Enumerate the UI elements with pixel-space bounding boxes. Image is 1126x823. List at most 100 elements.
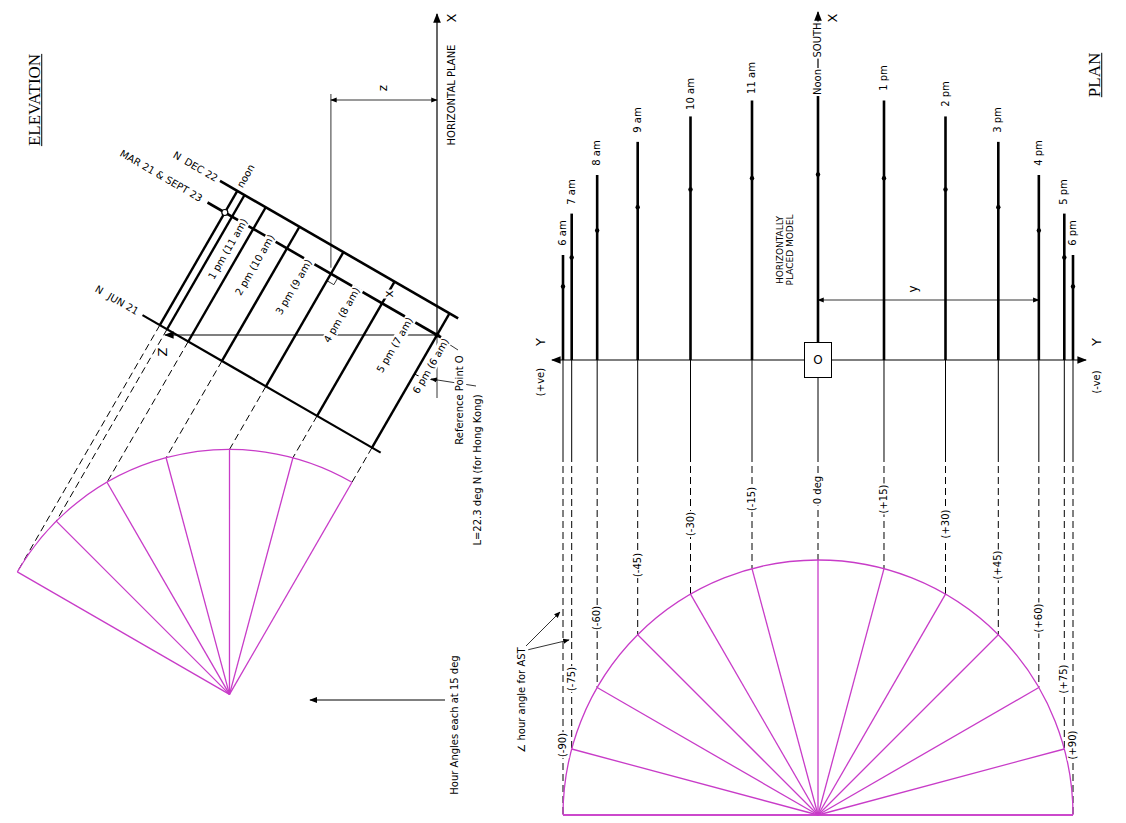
hour-point — [943, 187, 947, 191]
hour-angle-ray — [818, 688, 1039, 816]
hour-line — [997, 142, 1000, 360]
hour-line — [1038, 175, 1041, 360]
hour-line — [636, 142, 639, 360]
hour-line — [563, 360, 564, 455]
hour-angle-arc — [17, 449, 352, 571]
projection-line — [17, 325, 160, 572]
hour-label: 3 pm (9 am) — [273, 256, 315, 317]
dimension-label: z — [377, 84, 391, 92]
hour-point — [688, 187, 692, 191]
pointer-arrow — [310, 700, 445, 701]
hour-angle-ray — [817, 560, 818, 815]
noon-point — [222, 210, 228, 216]
hour-angle-ray — [597, 688, 818, 816]
hour-angle-label: (-60) — [591, 604, 603, 630]
hour-point — [996, 205, 1000, 209]
x-axis — [817, 12, 818, 360]
note-label: HORIZONTALLY PLACED MODEL — [775, 203, 796, 297]
hour-label: 9 am — [632, 106, 644, 133]
hour-angle-label: (+45) — [993, 549, 1005, 580]
hour-line — [817, 95, 820, 360]
hour-label: 10 am — [685, 78, 697, 112]
hour-point — [882, 176, 886, 180]
hour-angle-label: (-90) — [557, 732, 569, 758]
hour-point — [1062, 255, 1066, 259]
hour-label: 5 pm (7 am) — [374, 315, 416, 376]
hour-angle-ray — [818, 569, 884, 815]
hour-angle-label: (+30) — [940, 509, 952, 540]
hour-point — [1037, 228, 1041, 232]
note-label: L=22.3 deg N (for Hong Kong) — [472, 393, 484, 546]
note-label: ∠ hour angle for AST — [516, 646, 528, 753]
hour-angle-ray — [107, 482, 229, 694]
hour-angle-label: (+90) — [1067, 730, 1079, 761]
hour-label: 6 am — [557, 219, 569, 246]
axis-label: Z — [156, 347, 171, 358]
hour-angle-arc — [563, 560, 1073, 815]
hour-line — [1072, 255, 1075, 360]
projection-line — [818, 455, 819, 560]
date-label: N — [170, 148, 184, 163]
hour-label: 2 pm (10 am) — [233, 231, 278, 298]
hour-angle-base — [563, 814, 1073, 815]
axis-label: X — [445, 13, 460, 24]
hour-angle-ray — [230, 482, 353, 694]
hour-angle-label: (+60) — [1033, 602, 1045, 633]
hour-angle-label: (-45) — [632, 552, 644, 578]
axis-label: X — [826, 13, 841, 24]
projection-line — [1073, 455, 1074, 815]
hour-angle-ray — [56, 521, 229, 694]
hour-line — [571, 360, 572, 455]
note-label: Hour Angles each at 15 deg — [449, 654, 461, 795]
axis-sign: (+ve) — [535, 367, 547, 397]
hour-angle-label: (+75) — [1059, 664, 1071, 695]
hour-label: 2 pm — [940, 81, 952, 109]
hour-line — [1063, 214, 1066, 360]
model-label: O — [813, 353, 822, 367]
note-label: Reference Point O — [454, 354, 466, 445]
projection-line — [107, 341, 188, 482]
projection-line — [56, 329, 167, 521]
hour-angle-label: (-15) — [746, 486, 758, 512]
projection-line — [230, 386, 266, 449]
hour-label: noon — [234, 162, 257, 191]
hour-angle-ray — [572, 749, 818, 815]
hour-label: 4 pm (8 am) — [321, 284, 363, 345]
hour-line — [998, 360, 999, 455]
hour-point — [635, 205, 639, 209]
hour-angle-ray — [818, 635, 998, 815]
hour-line — [597, 360, 598, 455]
projection-line — [1064, 455, 1065, 749]
hour-angle-ray — [229, 449, 230, 694]
projection-line — [563, 455, 564, 815]
hour-line — [317, 282, 395, 416]
hour-point — [816, 172, 820, 176]
right-angle-mark — [327, 278, 338, 285]
axis-label: Y — [1090, 337, 1105, 347]
date-label: N — [92, 283, 106, 298]
dimension-line — [818, 300, 1039, 301]
projection-line — [166, 361, 222, 458]
axis-sign: (-ve) — [1091, 369, 1103, 394]
projection-line — [637, 455, 638, 635]
hour-label: 6 pm — [1067, 219, 1079, 247]
view-title: PLAN — [1085, 52, 1105, 98]
hour-label: 3 pm — [993, 106, 1005, 134]
hour-line — [596, 175, 599, 360]
hour-point — [1071, 284, 1075, 288]
dimension-line — [331, 100, 437, 101]
hour-line — [751, 100, 754, 360]
dimension-label: x — [383, 290, 397, 299]
hour-line — [1073, 360, 1074, 455]
hour-angle-ray — [752, 569, 818, 815]
hour-angle-label: (-75) — [566, 666, 578, 692]
hour-label: 8 am — [591, 139, 603, 166]
hour-angle-ray — [691, 594, 819, 815]
dimension-label: y — [907, 284, 921, 293]
hour-angle-ray — [638, 635, 818, 815]
hour-label: 1 pm — [878, 65, 890, 93]
hour-line — [945, 360, 946, 455]
hour-line — [944, 116, 947, 360]
